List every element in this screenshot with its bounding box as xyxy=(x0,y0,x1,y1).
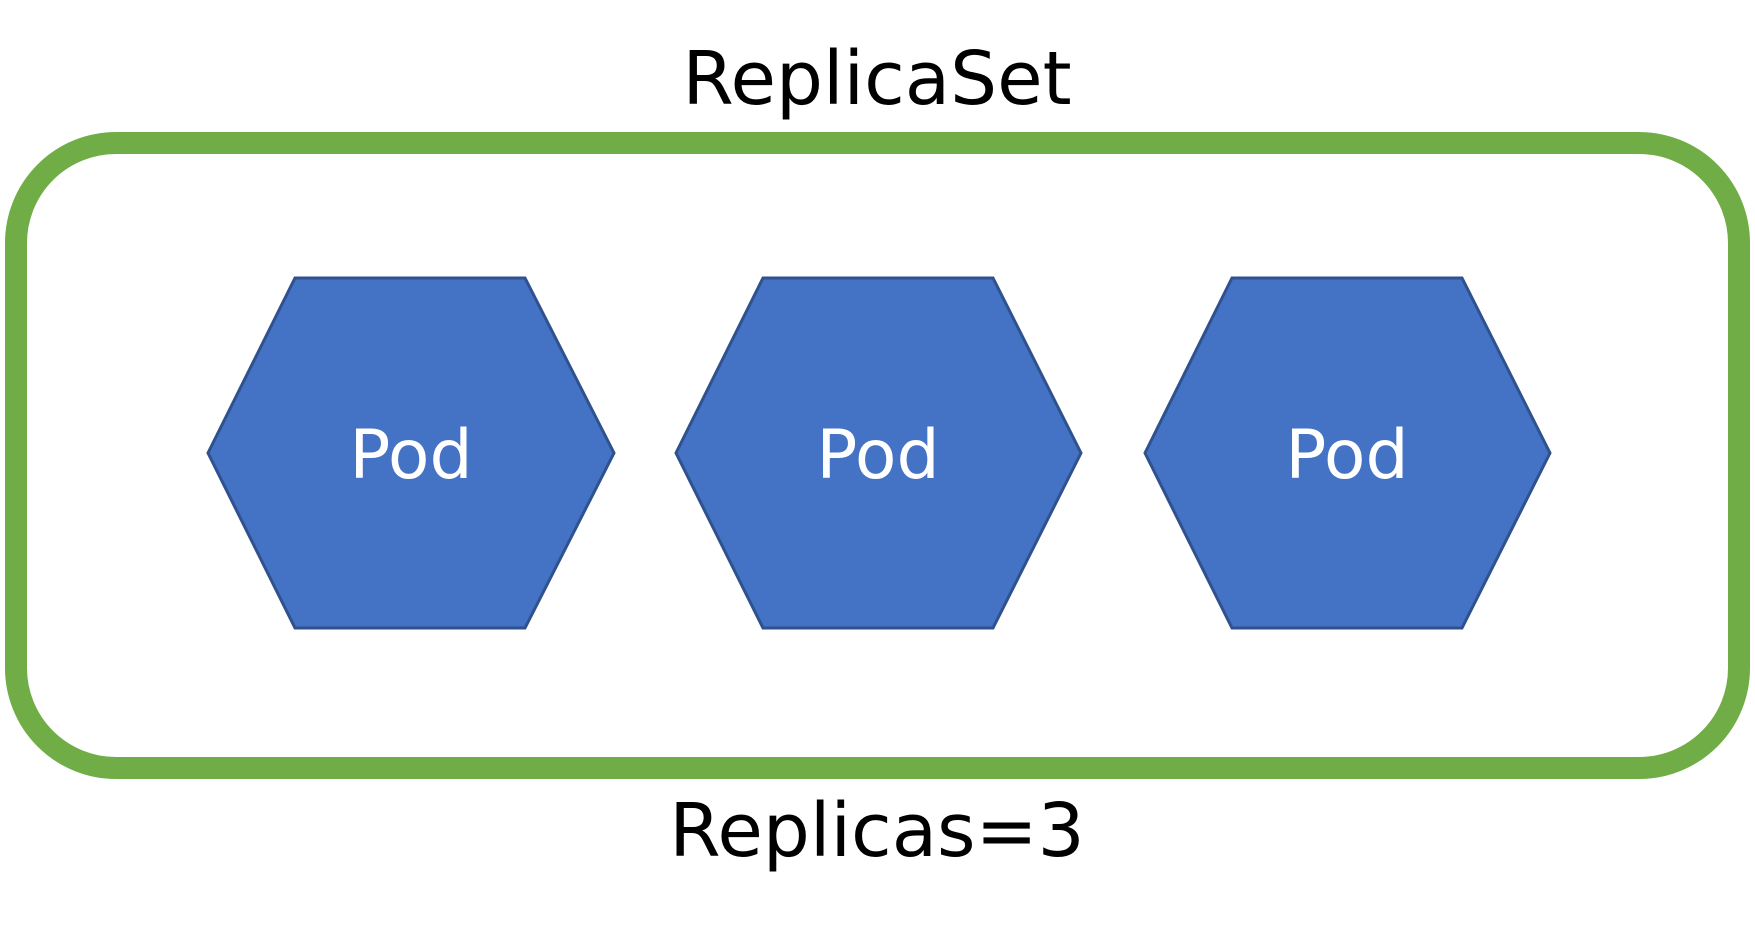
pod-hexagon xyxy=(1143,276,1552,630)
pod-hexagon xyxy=(206,276,616,630)
pod-label: Pod xyxy=(1285,416,1408,495)
replicas-count-label: Replicas=3 xyxy=(669,788,1084,874)
pod-1: Pod xyxy=(206,276,616,630)
pod-label: Pod xyxy=(816,416,939,495)
pod-3: Pod xyxy=(1143,276,1552,630)
replicaset-title: ReplicaSet xyxy=(682,36,1071,122)
replicaset-container xyxy=(5,132,1750,779)
pod-hexagon xyxy=(674,276,1083,630)
pod-2: Pod xyxy=(674,276,1083,630)
pod-label: Pod xyxy=(349,416,472,495)
